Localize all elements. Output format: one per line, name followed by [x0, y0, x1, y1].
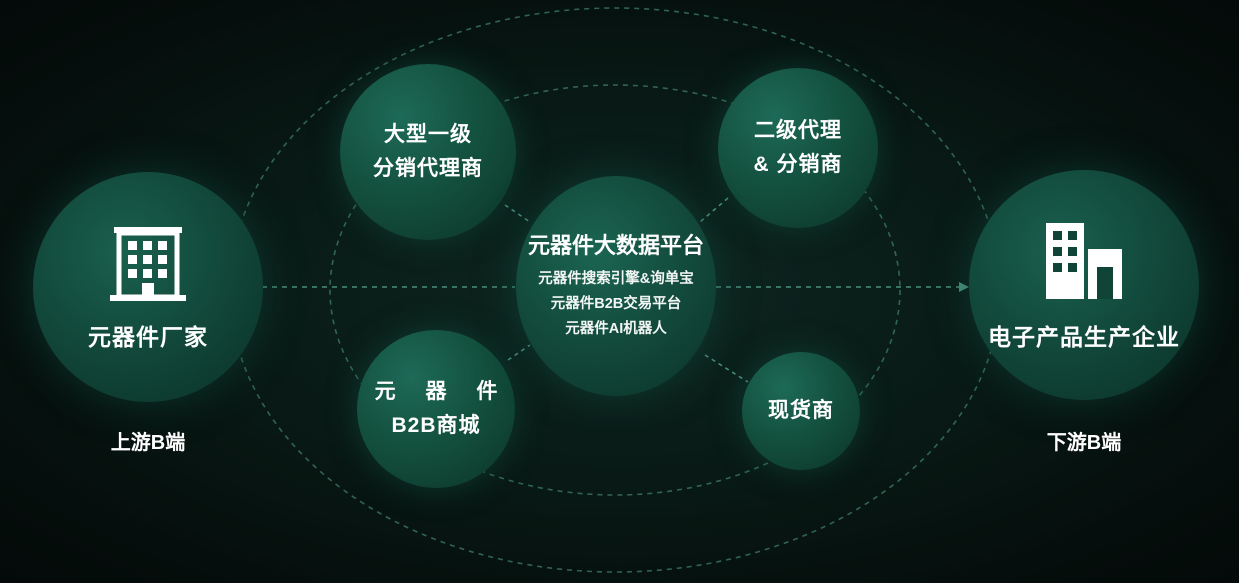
satellite-spot-dealer-label: 现货商: [768, 399, 834, 422]
center-platform-line-2: 元器件B2B交易平台: [550, 295, 682, 312]
upstream-manufacturer-node: 元器件厂家: [33, 172, 263, 402]
center-platform-line-1: 元器件搜索引擎&询单宝: [538, 270, 694, 287]
satellite-spot-dealer: 现货商: [742, 352, 860, 470]
downstream-label: 电子产品生产企业: [988, 323, 1180, 350]
upstream-label: 元器件厂家: [88, 323, 208, 350]
satellite-b2b-mall-line-1: 元 器 件: [374, 380, 510, 403]
satellite-secondary-agent: 二级代理 & 分销商: [718, 68, 878, 228]
satellite-primary-distributor: 大型一级 分销代理商: [340, 64, 516, 240]
satellite-b2b-mall-line-2: B2B商城: [391, 414, 481, 437]
satellite-primary-distributor-line-2: 分销代理商: [373, 157, 483, 180]
spoke-top-left: [504, 204, 531, 223]
spoke-bottom-right: [704, 354, 749, 383]
upstream-caption: 上游B端: [110, 432, 186, 454]
spoke-bottom-left: [507, 344, 531, 361]
satellite-secondary-agent-line-1: 二级代理: [754, 119, 842, 142]
downstream-caption: 下游B端: [1046, 432, 1122, 454]
factory-icon: [1042, 219, 1126, 308]
satellite-b2b-mall: 元 器 件 B2B商城: [357, 330, 515, 488]
satellite-secondary-agent-line-2: & 分销商: [753, 153, 843, 176]
flow-arrow-head: [959, 282, 969, 292]
center-platform-title: 元器件大数据平台: [527, 232, 704, 258]
inner-orbit: [329, 84, 901, 496]
satellite-primary-distributor-line-1: 大型一级: [384, 123, 472, 146]
center-platform-node: 元器件大数据平台 元器件搜索引擎&询单宝 元器件B2B交易平台 元器件AI机器人: [516, 176, 716, 396]
spoke-top-right: [699, 197, 729, 223]
downstream-enterprise-node: 电子产品生产企业: [969, 170, 1199, 400]
center-platform-line-3: 元器件AI机器人: [565, 320, 667, 337]
building-icon: [108, 223, 188, 308]
